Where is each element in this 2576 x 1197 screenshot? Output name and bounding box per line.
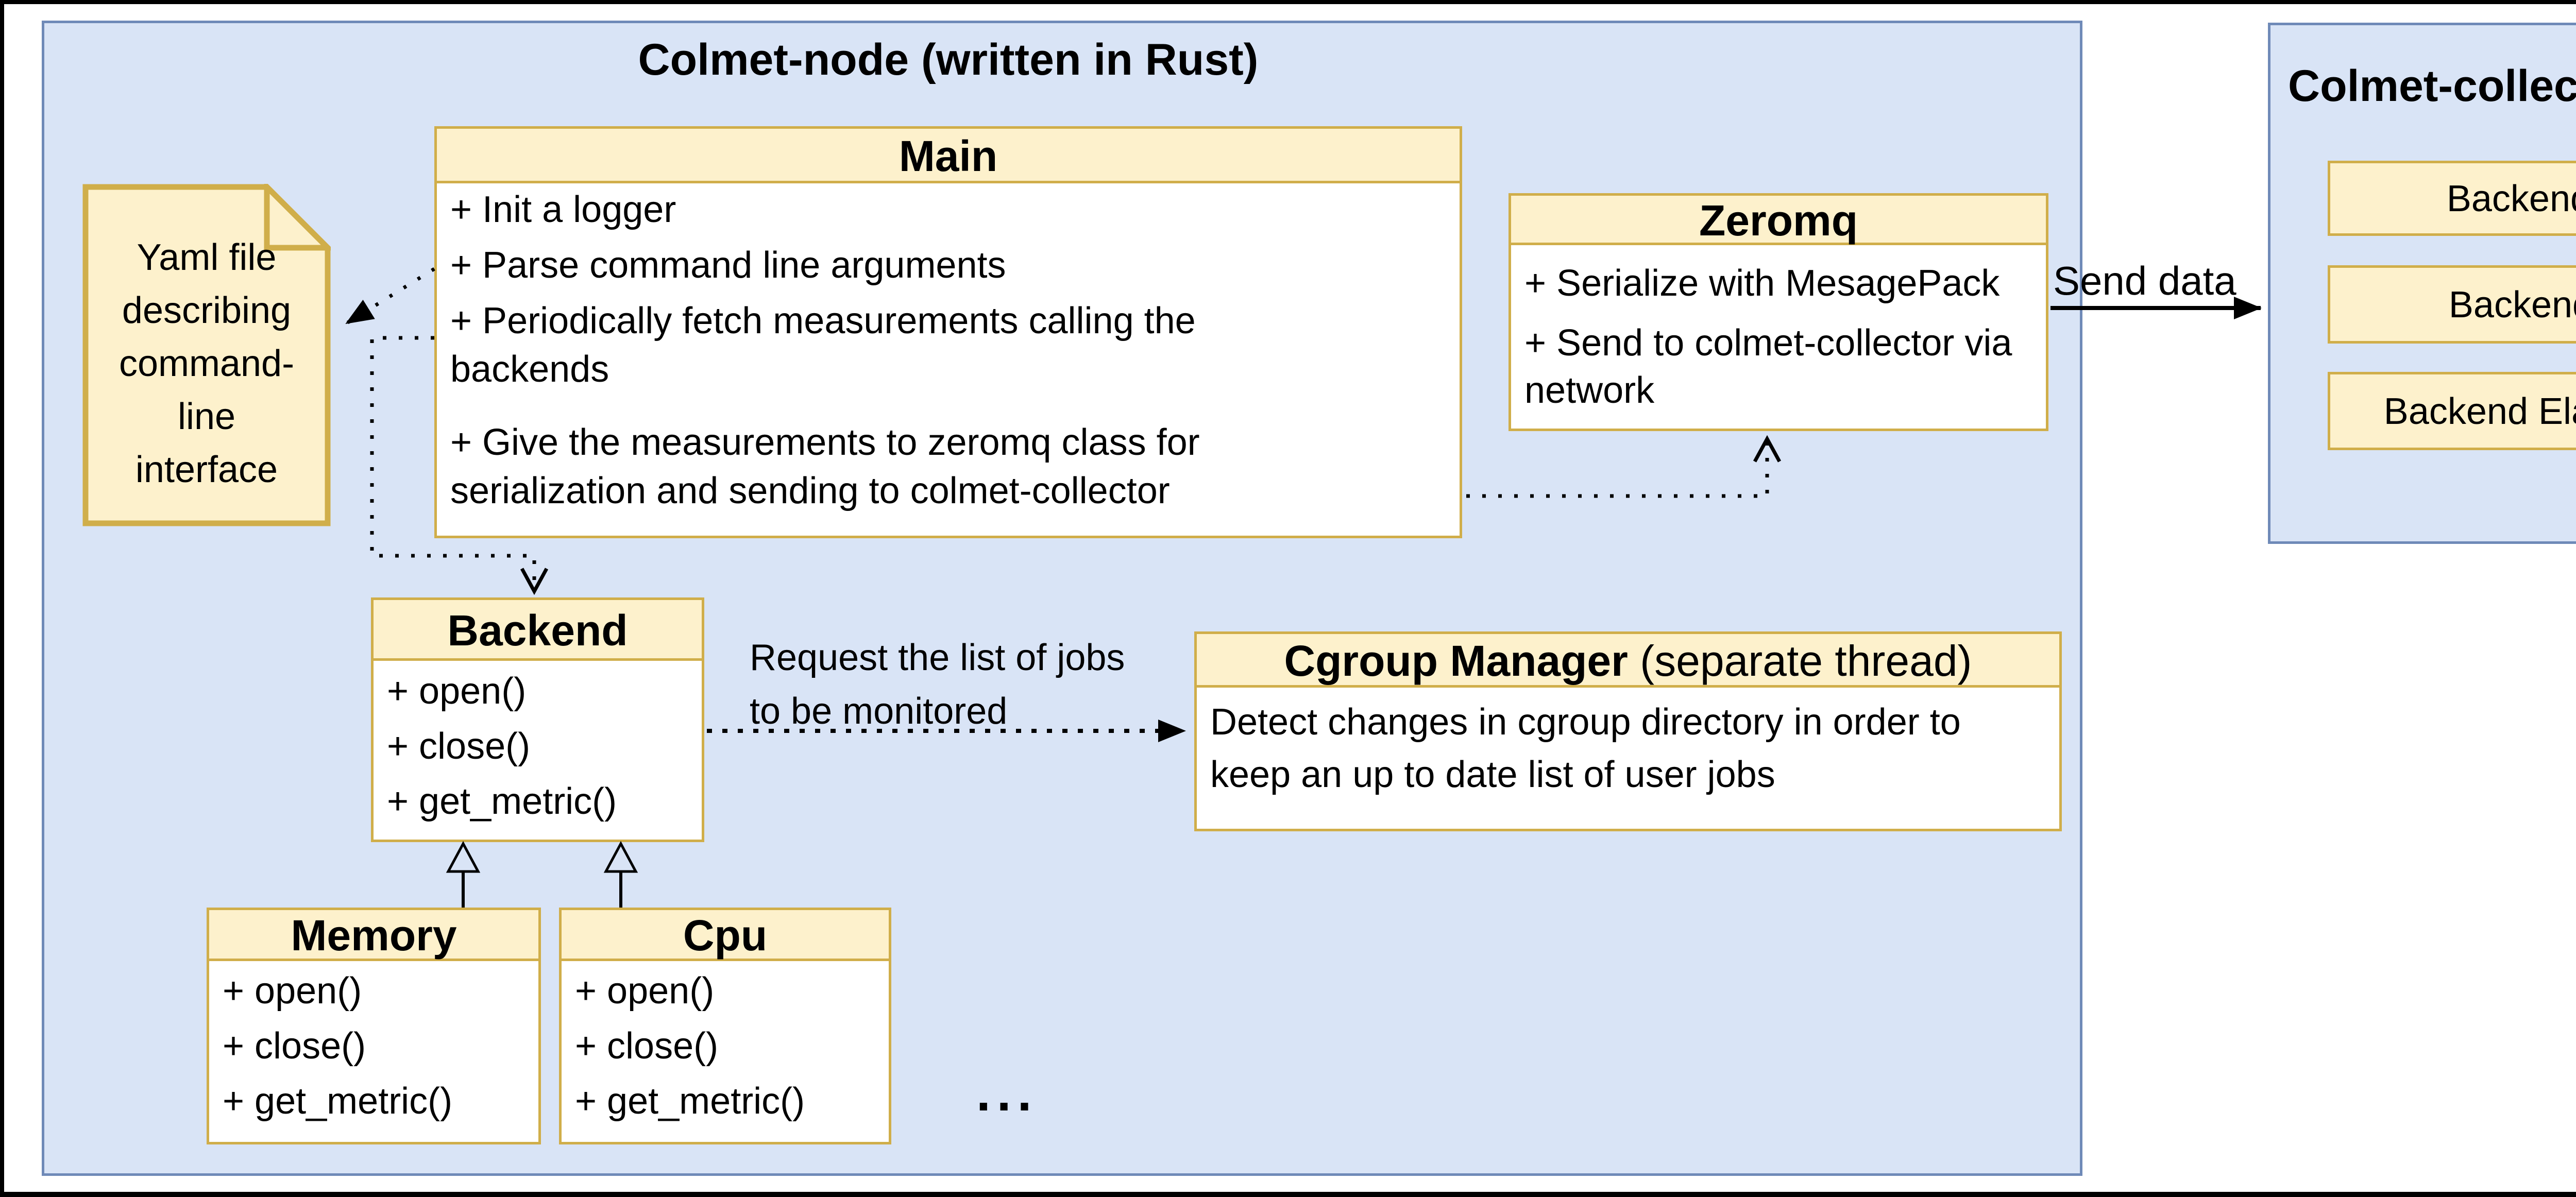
request-jobs-label: Request the list of jobs to be monitored — [750, 631, 1125, 738]
frame-left — [0, 0, 4, 1197]
cgroup-manager-box: Cgroup Manager (separate thread) Detect … — [1194, 631, 2062, 831]
cpu-class-header: Cpu — [562, 910, 889, 961]
backend-class-item: + get_metric() — [387, 781, 617, 822]
main-class-body: + Init a logger + Parse command line arg… — [437, 183, 1460, 515]
backend-class-item: + close() — [387, 726, 531, 767]
main-class-item: + Give the measurements to zeromq class … — [450, 422, 1200, 511]
more-backends-ellipsis: ... — [976, 1064, 1038, 1122]
backend-stdout-box: Backend stdout — [2328, 161, 2576, 236]
yaml-note-line: interface — [135, 449, 278, 490]
cgroup-manager-title: Cgroup Manager — [1284, 637, 1628, 685]
backend-class-box: Backend + open() + close() + get_metric(… — [371, 597, 704, 842]
send-data-label: Send data — [2053, 258, 2236, 303]
yaml-note-line: line — [177, 396, 236, 437]
cpu-class-item: + get_metric() — [575, 1081, 805, 1122]
backend-elasticsearch-box: Backend ElasticSearch — [2328, 372, 2576, 450]
yaml-note-line: describing — [122, 290, 292, 331]
memory-class-item: + open() — [223, 970, 362, 1012]
backend-class-item: + open() — [387, 671, 527, 712]
cgroup-manager-body: Detect changes in cgroup directory in or… — [1210, 702, 1961, 795]
document-icon — [82, 180, 335, 526]
yaml-note-line: Yaml file — [137, 237, 277, 278]
memory-class-item: + get_metric() — [223, 1081, 453, 1122]
memory-class-box: Memory + open() + close() + get_metric() — [207, 908, 541, 1144]
yaml-file-note: Yaml file describing command- line inter… — [82, 180, 335, 526]
main-class-item: + Init a logger — [450, 189, 676, 230]
request-jobs-label-line1: Request the list of jobs — [750, 637, 1125, 678]
zeromq-class-item: + Send to colmet-collector via network — [1524, 322, 2012, 411]
cpu-class-item: + open() — [575, 970, 715, 1012]
yaml-note-line: command- — [118, 343, 295, 384]
main-class-header: Main — [437, 129, 1460, 183]
cgroup-manager-title-suffix: (separate thread) — [1628, 637, 1972, 685]
yaml-note-text: Yaml file describing command- line inter… — [82, 231, 331, 497]
memory-class-item: + close() — [223, 1025, 366, 1067]
backend-class-body: + open() + close() + get_metric() — [374, 661, 702, 829]
main-class-box: Main + Init a logger + Parse command lin… — [434, 126, 1462, 538]
zeromq-class-body: + Serialize with MesagePack + Send to co… — [1511, 245, 2046, 414]
frame-top — [0, 0, 2576, 4]
colmet-node-title: Colmet-node (written in Rust) — [638, 35, 1259, 84]
main-class-item: + Parse command line arguments — [450, 245, 1006, 286]
memory-class-body: + open() + close() + get_metric() — [209, 961, 538, 1129]
cpu-class-item: + close() — [575, 1025, 719, 1067]
colmet-collector-title: Colmet-collector (python 3) — [2287, 61, 2576, 111]
backend-hdf5-box: Backend HDF5 — [2328, 265, 2576, 344]
main-class-item: + Periodically fetch measurements callin… — [450, 300, 1196, 390]
frame-bottom — [0, 1192, 2576, 1197]
zeromq-class-item: + Serialize with MesagePack — [1524, 263, 2000, 304]
zeromq-class-box: Zeromq + Serialize with MesagePack + Sen… — [1509, 193, 2048, 431]
request-jobs-label-line2: to be monitored — [750, 691, 1008, 732]
cpu-class-box: Cpu + open() + close() + get_metric() — [559, 908, 891, 1144]
cpu-class-body: + open() + close() + get_metric() — [562, 961, 889, 1129]
cgroup-manager-header: Cgroup Manager (separate thread) — [1197, 634, 2059, 688]
zeromq-class-header: Zeromq — [1511, 196, 2046, 245]
backend-class-header: Backend — [374, 600, 702, 661]
memory-class-header: Memory — [209, 910, 538, 961]
